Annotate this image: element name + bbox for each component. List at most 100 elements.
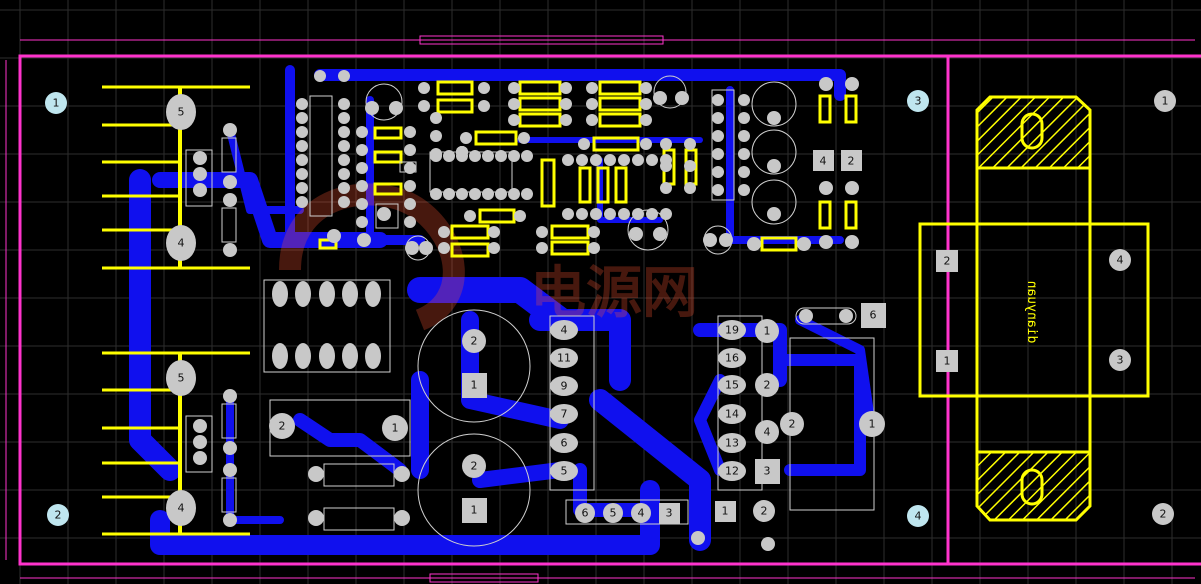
component-pad [365,343,381,369]
component-pad [338,154,350,166]
component-pad [767,111,781,125]
component-pad [495,188,507,200]
component-pad [578,138,590,150]
svg-text:1: 1 [471,504,478,517]
ic-right-pin-14: 14 [718,404,746,424]
component-pad [653,227,667,241]
transformer-label: dianyuan [1024,281,1039,344]
component-pad [646,208,658,220]
component-pad [738,148,750,160]
component-pad [845,77,859,91]
ic-extra-pin-2b: 4 [755,420,779,444]
component-pad [738,130,750,142]
component-pad [738,112,750,124]
labeled-pads: 5 4 5 4 2 1 2 1 4 11 9 7 6 5 19 16 15 14… [166,94,1131,526]
component-pad [684,138,696,150]
svg-text:4: 4 [915,510,922,523]
connector-bottom-pin-5: 5 [166,360,196,396]
component-pad [443,188,455,200]
component-pad [338,126,350,138]
transformer-pin-4: 4 [1109,249,1131,271]
component-pad [418,82,430,94]
component-pad [646,154,658,166]
component-pad [684,182,696,194]
component-pad [356,162,368,174]
component-pad [356,198,368,210]
component-pad [738,94,750,106]
component-pad [223,441,237,455]
component-pad [342,343,358,369]
ic-right-pin-13: 13 [718,433,746,453]
mount-hole-tl: 1 [45,92,67,114]
svg-text:5: 5 [561,465,568,478]
component-pad [404,198,416,210]
component-pad [560,114,572,126]
component-pad [632,154,644,166]
ic-left-pin-7: 7 [550,404,578,424]
component-pad [460,132,472,144]
component-pad [296,98,308,110]
component-pad [536,226,548,238]
svg-text:2: 2 [848,155,855,168]
component-pad [338,168,350,180]
svg-text:5: 5 [610,507,617,520]
component-pad [296,112,308,124]
component-pad [193,151,207,165]
component-pad [684,160,696,172]
component-pad [488,242,500,254]
component-pad [404,180,416,192]
component-pad [456,188,468,200]
component-pad [223,389,237,403]
component-pad [712,148,724,160]
svg-text:1: 1 [764,325,771,338]
component-pad [576,208,588,220]
component-pad [438,242,450,254]
cap-bottom-pin-1: 1 [462,498,487,523]
component-pad [521,188,533,200]
component-pad [712,112,724,124]
relay-pad-1: 1 [859,411,885,437]
component-pad [338,182,350,194]
component-pad [562,154,574,166]
component-pad [845,235,859,249]
cap-top-pin-1: 1 [462,373,487,398]
component-pad [308,466,324,482]
svg-text:4: 4 [178,502,185,515]
component-pad [438,226,450,238]
component-pad [761,537,775,551]
svg-text:4: 4 [638,507,645,520]
svg-text:4: 4 [178,237,185,250]
component-pad [819,235,833,249]
component-pad [430,112,442,124]
component-pad [296,182,308,194]
svg-text:4: 4 [561,324,568,337]
svg-text:2: 2 [471,460,478,473]
component-pad [660,208,672,220]
svg-text:14: 14 [725,408,739,421]
component-pad [404,126,416,138]
component-pad [604,154,616,166]
svg-text:16: 16 [725,352,739,365]
component-pad [576,154,588,166]
component-pad [356,144,368,156]
component-pad [419,241,433,255]
component-pad [675,91,689,105]
mount-hole-right-top: 1 [1154,90,1176,112]
ic-right-pin-16: 16 [718,348,746,368]
component-pad [629,227,643,241]
svg-text:1: 1 [392,422,399,435]
component-pad [660,160,672,172]
ic-extra-pin-2a: 2 [755,373,779,397]
component-pad [653,91,667,105]
header-pin-5: 5 [603,503,623,523]
component-pad [223,193,237,207]
svg-text:3: 3 [915,95,922,108]
component-pad [223,175,237,189]
connector-top-pin-4: 4 [166,225,196,261]
svg-text:7: 7 [561,408,568,421]
svg-text:1: 1 [944,355,951,368]
component-pad [508,82,520,94]
component-pad [338,98,350,110]
ic-extra-pin-1: 1 [755,319,779,343]
